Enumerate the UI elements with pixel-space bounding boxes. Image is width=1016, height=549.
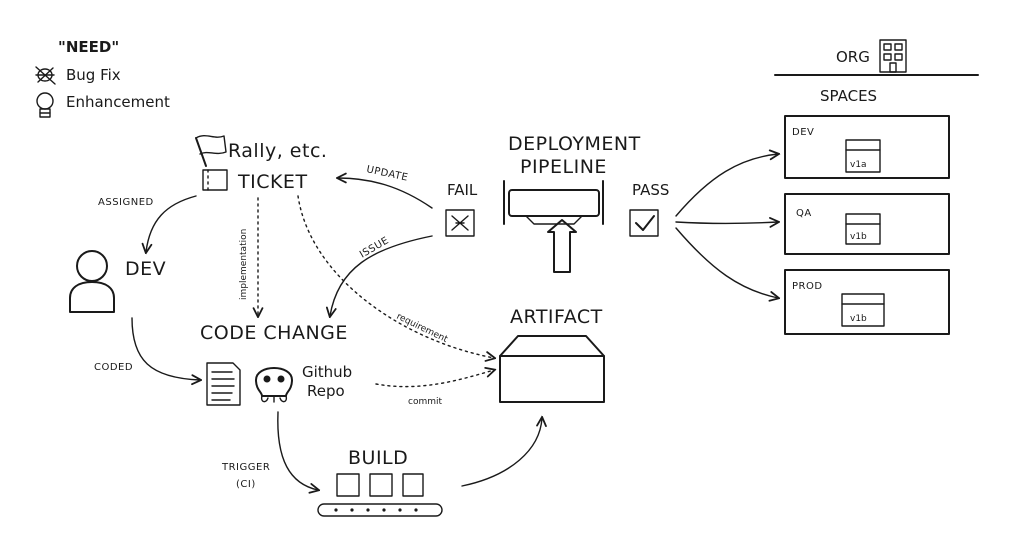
edge-label-commit: commit <box>408 397 442 407</box>
edge-label-issue: ISSUE <box>358 235 391 260</box>
building-icon <box>879 39 907 73</box>
flag-icon <box>195 135 227 167</box>
pass-label: PASS <box>632 181 669 199</box>
space-version: v1b <box>850 232 867 242</box>
edge-label-assigned: ASSIGNED <box>98 197 154 208</box>
space-prod: PROD v1b <box>784 269 950 335</box>
pipeline-title-line1: DEPLOYMENT <box>508 133 641 155</box>
edge-label-requirement: requirement <box>395 312 450 346</box>
pipeline-icon <box>503 180 604 225</box>
edge-to-qa-space <box>675 222 778 224</box>
repo-name-line2: Repo <box>307 382 345 400</box>
spaces-label: SPACES <box>820 87 877 105</box>
edge-build-to-artifact <box>461 418 542 487</box>
code-file-icon <box>206 362 241 406</box>
edge-label-coded: CODED <box>94 362 133 373</box>
edge-label-update: UPDATE <box>365 164 409 184</box>
edge-label-implementation: implementation <box>239 229 249 300</box>
artifact-box-icon <box>499 335 605 403</box>
artifact-label: ARTIFACT <box>510 306 603 328</box>
pass-icon <box>629 209 659 237</box>
conveyor-icon <box>317 473 443 517</box>
legend-bug-fix: Bug Fix <box>66 66 121 84</box>
lightbulb-icon <box>36 92 54 118</box>
person-icon <box>69 250 115 313</box>
space-name: QA <box>796 208 812 219</box>
skull-icon <box>255 367 293 403</box>
edge-to-dev-space <box>675 154 778 217</box>
space-qa: QA v1b <box>784 193 950 255</box>
edge-label-trigger-line1: TRIGGER <box>221 462 270 473</box>
edge-coded <box>131 317 200 380</box>
space-version: v1a <box>850 160 867 170</box>
space-dev: DEV v1a <box>784 115 950 179</box>
bug-icon <box>35 66 56 85</box>
space-name: PROD <box>792 281 823 292</box>
space-name: DEV <box>792 127 814 138</box>
repo-name-line1: Github <box>302 363 352 381</box>
edge-requirement <box>297 195 494 358</box>
edge-trigger <box>277 411 318 490</box>
legend: "NEED" Bug Fix Enhancement <box>35 38 170 118</box>
edge-update <box>338 178 433 209</box>
build-label: BUILD <box>348 447 408 469</box>
fail-label: FAIL <box>447 181 478 199</box>
edge-label-trigger-line2: (CI) <box>236 479 256 490</box>
edge-issue <box>330 235 433 316</box>
edge-assigned <box>146 195 197 252</box>
legend-title: "NEED" <box>58 38 119 56</box>
space-version: v1b <box>850 314 867 324</box>
code-change-label: CODE CHANGE <box>200 322 348 344</box>
fail-icon <box>445 209 475 237</box>
ticket-icon <box>202 169 228 191</box>
edge-commit <box>375 370 494 388</box>
pipeline-title-line2: PIPELINE <box>520 156 607 178</box>
legend-enhancement: Enhancement <box>66 93 170 111</box>
ticket-label: TICKET <box>237 171 308 193</box>
pipeline-input-arrow <box>547 219 577 273</box>
dev-label: DEV <box>125 258 166 280</box>
tracker-label: Rally, etc. <box>228 140 327 162</box>
edge-to-prod-space <box>675 227 778 298</box>
org-label: ORG <box>836 48 870 66</box>
